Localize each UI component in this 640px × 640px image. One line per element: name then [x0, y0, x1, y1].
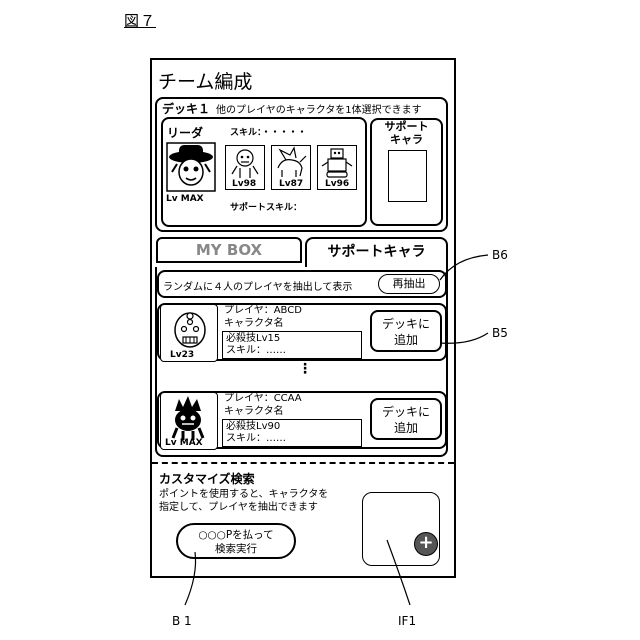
candidate-level: Lv23 — [170, 350, 194, 360]
member-level: Lv98 — [232, 179, 256, 189]
page-title: チーム編成 — [158, 67, 252, 94]
add-to-deck-button[interactable]: デッキに 追加 — [370, 310, 442, 352]
add-button-label-line1: デッキに — [372, 404, 440, 420]
skill-label: スキル：・・・・・ — [230, 125, 307, 138]
add-to-deck-button[interactable]: デッキに 追加 — [370, 398, 442, 440]
pay-and-search-button[interactable]: ○○○Pを払って 検索実行 — [176, 523, 296, 559]
member-level: Lv87 — [279, 179, 303, 189]
candidate-level: Lv MAX — [165, 438, 203, 448]
ref-b6: B6 — [492, 248, 508, 262]
redraw-button[interactable]: 再抽出 — [378, 274, 440, 294]
add-button-label-line2: 追加 — [372, 420, 440, 436]
candidate-character: キャラクタ名 — [224, 406, 284, 418]
candidate-skill: スキル：…… — [226, 433, 358, 445]
tab-support-character[interactable]: サポートキャラ — [305, 237, 448, 267]
ref-b1: B 1 — [172, 614, 192, 628]
support-slot-label: サポート キャラ — [370, 120, 443, 146]
add-button-label-line1: デッキに — [372, 316, 440, 332]
deck-title: デッキ１ — [162, 100, 210, 117]
custom-search-description: ポイントを使用すると、キャラクタを 指定して、プレイヤを抽出できます — [159, 488, 328, 514]
custom-search-desc-line1: ポイントを使用すると、キャラクタを — [159, 488, 328, 501]
winged-horse-icon — [272, 146, 310, 180]
deck-description: 他のプレイヤのキャラクタを1体選択できます — [216, 101, 422, 116]
leader-avatar[interactable] — [166, 142, 216, 192]
candidate-player: プレイヤ：ABCD — [224, 305, 302, 317]
member-level: Lv96 — [325, 179, 349, 189]
candidate-skill-box: 必殺技Lv15 スキル：…… — [222, 331, 362, 359]
section-divider — [152, 462, 454, 464]
yeti-monster-icon — [226, 146, 264, 180]
tab-my-box[interactable]: MY BOX — [156, 237, 302, 263]
robot-icon — [318, 146, 356, 180]
figure-label: 図７ — [124, 10, 156, 31]
more-candidates-ellipsis: ⋮ — [298, 366, 312, 372]
candidate-special: 必殺技Lv90 — [226, 421, 358, 433]
add-button-label-line2: 追加 — [372, 332, 440, 348]
leader-label: リーダ — [167, 124, 203, 141]
add-icon[interactable]: + — [414, 532, 438, 556]
candidate-player: プレイヤ：CCAA — [224, 393, 302, 405]
ref-if1: IF1 — [398, 614, 416, 628]
candidate-special: 必殺技Lv15 — [226, 333, 358, 345]
random-info-text: ランダムに４人のプレイヤを抽出して表示 — [163, 278, 352, 293]
candidate-skill: スキル：…… — [226, 345, 358, 357]
leader-level: Lv MAX — [166, 194, 204, 204]
candidate-skill-box: 必殺技Lv90 スキル：…… — [222, 419, 362, 447]
custom-search-desc-line2: 指定して、プレイヤを抽出できます — [159, 501, 328, 514]
pay-button-line1: ○○○Pを払って — [178, 528, 294, 542]
candidate-character: キャラクタ名 — [224, 318, 284, 330]
pay-button-line2: 検索実行 — [178, 542, 294, 556]
support-skill-label: サポートスキル： — [230, 200, 302, 213]
support-slot-empty-frame — [388, 150, 427, 202]
custom-search-title: カスタマイズ検索 — [159, 470, 255, 487]
cowboy-face-icon — [166, 142, 216, 192]
ref-b5: B5 — [492, 326, 508, 340]
